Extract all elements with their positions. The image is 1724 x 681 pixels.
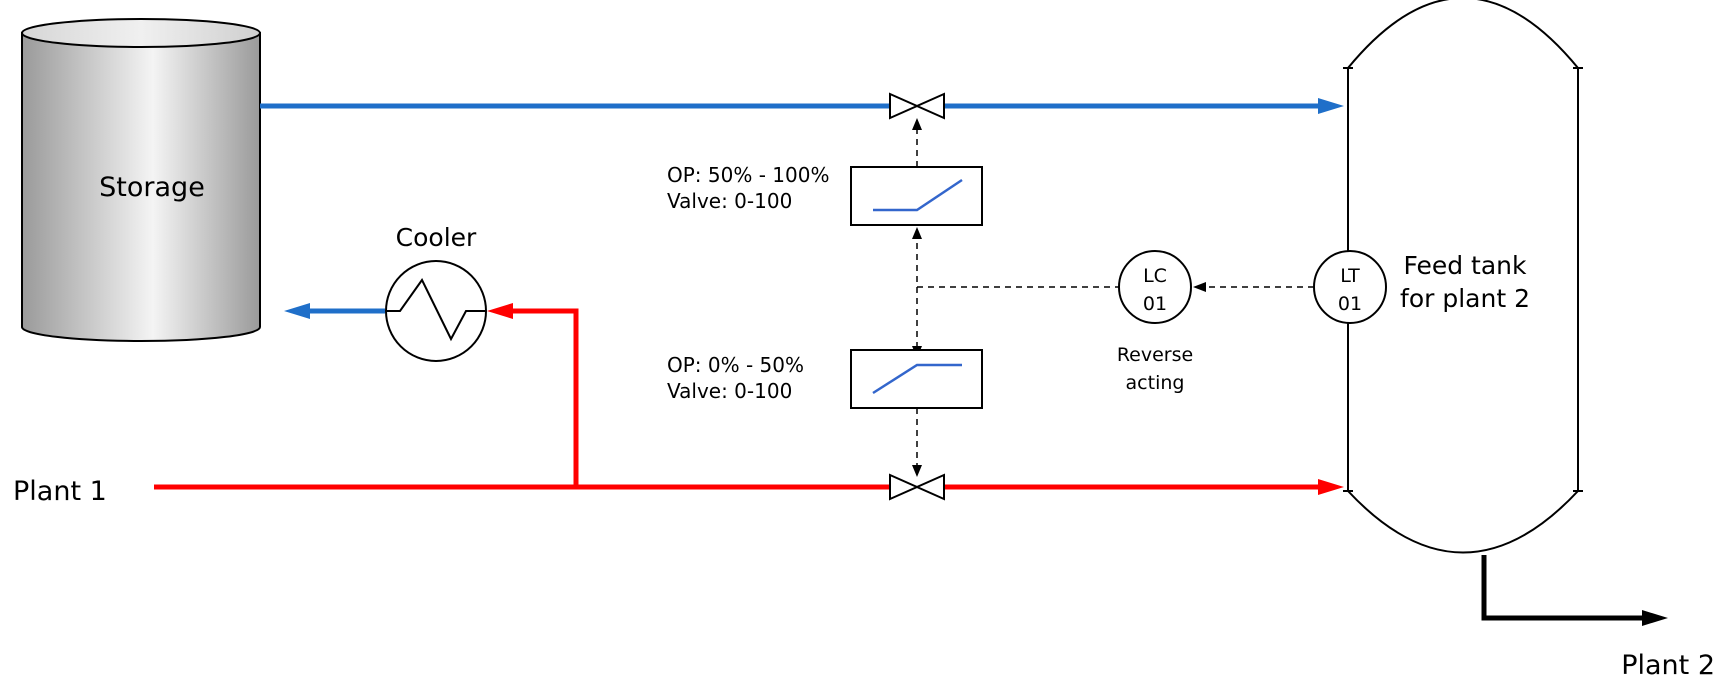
hot-stream-arrowhead xyxy=(1318,479,1344,495)
lc-tag: LC xyxy=(1143,265,1167,287)
feed-tank-label-2: for plant 2 xyxy=(1400,284,1530,313)
cooler-heat-exchanger: Cooler xyxy=(385,223,487,362)
lower-characteristic-curve xyxy=(872,363,962,395)
reverse-acting-label-1: Reverse xyxy=(1117,344,1193,366)
split-range-block-lower: OP: 0% - 50% Valve: 0-100 xyxy=(667,349,983,409)
lc-number: 01 xyxy=(1143,293,1167,315)
plant1-label: Plant 1 xyxy=(13,476,107,507)
reverse-acting-label-2: acting xyxy=(1126,372,1185,394)
cold-stream-line xyxy=(260,98,1344,114)
cooler-feed-line xyxy=(487,303,579,487)
plant2-outlet-line xyxy=(1481,555,1668,626)
feed-tank: Feed tank for plant 2 xyxy=(1343,0,1583,554)
lt-tag: LT xyxy=(1340,265,1360,287)
lower-valve-range: Valve: 0-100 xyxy=(667,379,792,403)
lt-number: 01 xyxy=(1338,293,1362,315)
hot-control-valve xyxy=(889,473,945,501)
level-controller-lc01: LC 01 Reverse acting xyxy=(1117,250,1193,394)
plant2-label: Plant 2 xyxy=(1621,650,1715,681)
plant2-outlet-arrowhead xyxy=(1642,610,1668,626)
cooler-return-arrowhead xyxy=(284,303,310,319)
storage-label: Storage xyxy=(99,172,205,203)
cold-control-valve xyxy=(889,92,945,120)
upper-characteristic-curve xyxy=(873,178,963,212)
cooler-label: Cooler xyxy=(396,223,477,252)
upper-op-range: OP: 50% - 100% xyxy=(667,163,829,187)
storage-tank: Storage xyxy=(21,18,261,342)
hot-stream-line xyxy=(154,479,1344,495)
control-signal-lines xyxy=(916,128,1314,467)
level-transmitter-lt01: LT 01 xyxy=(1313,250,1387,324)
feed-tank-label-1: Feed tank xyxy=(1403,251,1527,280)
cooler-feed-arrowhead xyxy=(487,303,513,319)
split-range-block-upper: OP: 50% - 100% Valve: 0-100 xyxy=(667,163,983,226)
cooler-return-line xyxy=(284,303,385,319)
upper-valve-range: Valve: 0-100 xyxy=(667,189,792,213)
lower-op-range: OP: 0% - 50% xyxy=(667,353,804,377)
cold-stream-arrowhead xyxy=(1318,98,1344,114)
